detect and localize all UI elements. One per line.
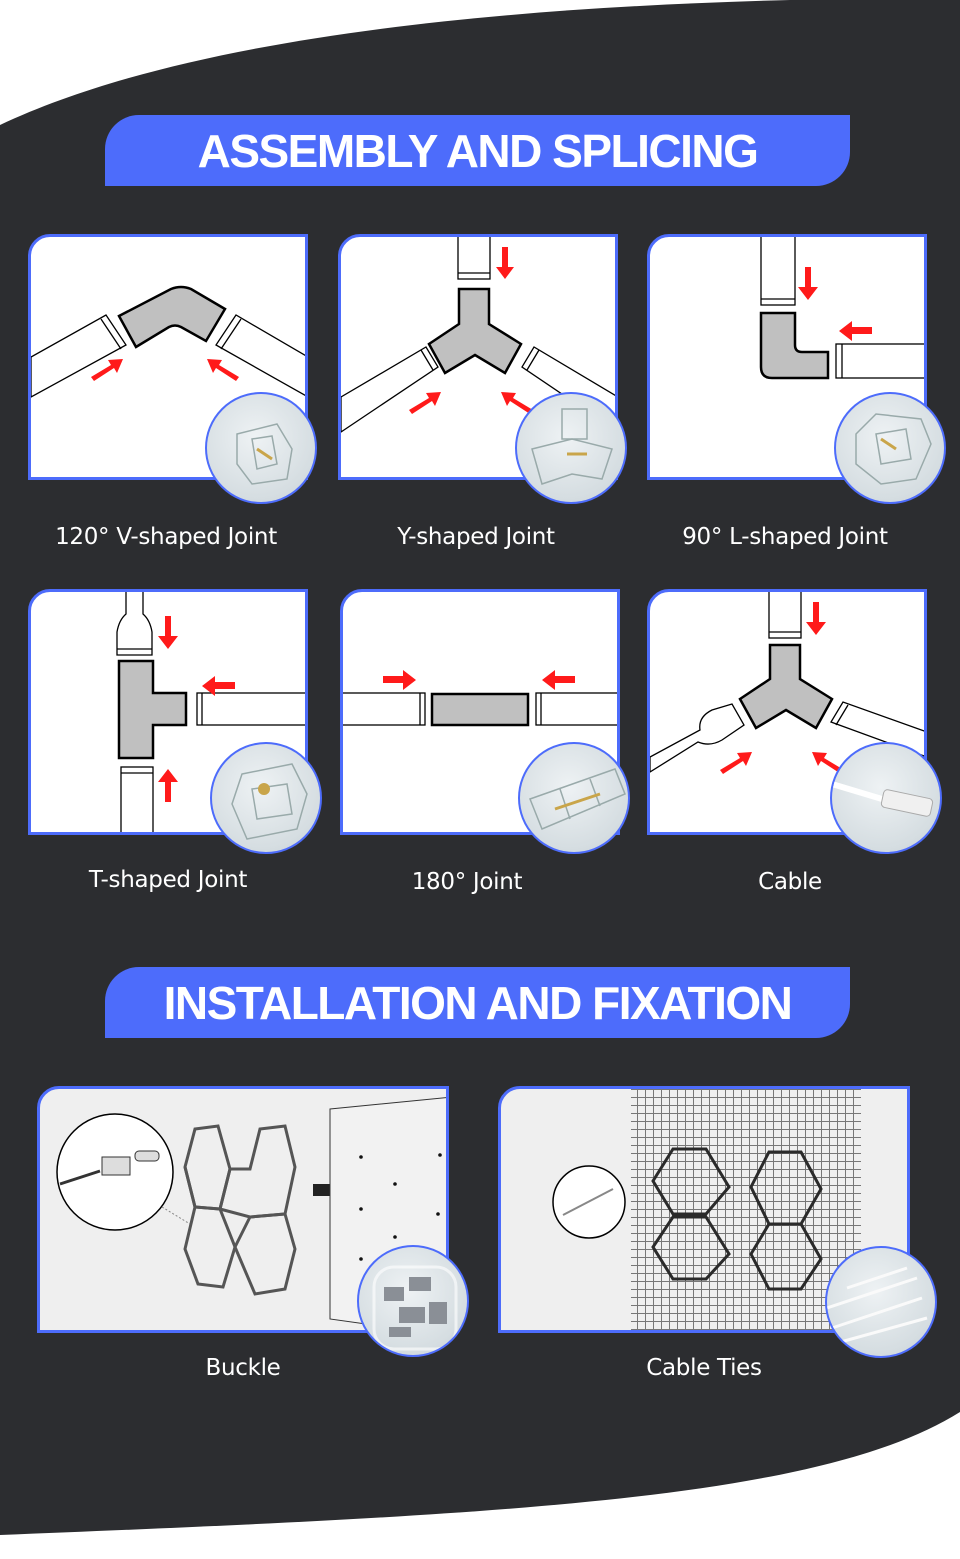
buckle-photo	[357, 1245, 469, 1357]
section-title-assembly: ASSEMBLY AND SPLICING	[105, 115, 850, 186]
straight-joint-panel	[340, 589, 620, 835]
v-joint-photo	[205, 392, 317, 504]
cable-label: Cable	[758, 869, 822, 895]
cable-ties-photo	[825, 1246, 937, 1358]
cable-joint-diagram-icon	[650, 592, 924, 774]
y-joint-label: Y-shaped Joint	[397, 524, 555, 550]
y-joint-panel	[338, 234, 618, 480]
section-title-installation: INSTALLATION AND FIXATION	[105, 967, 850, 1038]
straight-joint-photo	[518, 742, 630, 854]
l-joint-diagram-icon	[759, 237, 924, 380]
straight-joint-diagram-icon	[343, 670, 617, 727]
t-joint-photo	[210, 742, 322, 854]
cable-photo	[830, 742, 942, 854]
l-joint-photo	[834, 392, 946, 504]
y-joint-photo	[515, 392, 627, 504]
t-joint-panel	[28, 589, 308, 835]
cable-ties-panel	[498, 1086, 910, 1333]
cable-ties-label: Cable Ties	[646, 1355, 762, 1381]
cable-ties-grid-mount-diagram-icon	[552, 1089, 861, 1330]
v-joint-diagram-icon	[31, 285, 305, 398]
buckle-label: Buckle	[205, 1355, 281, 1381]
straight-joint-label: 180° Joint	[411, 869, 523, 895]
l-joint-label: 90° L-shaped Joint	[682, 524, 888, 550]
t-joint-diagram-icon	[116, 592, 305, 832]
t-joint-label: T-shaped Joint	[88, 867, 248, 893]
v-joint-label: 120° V-shaped Joint	[55, 524, 277, 550]
